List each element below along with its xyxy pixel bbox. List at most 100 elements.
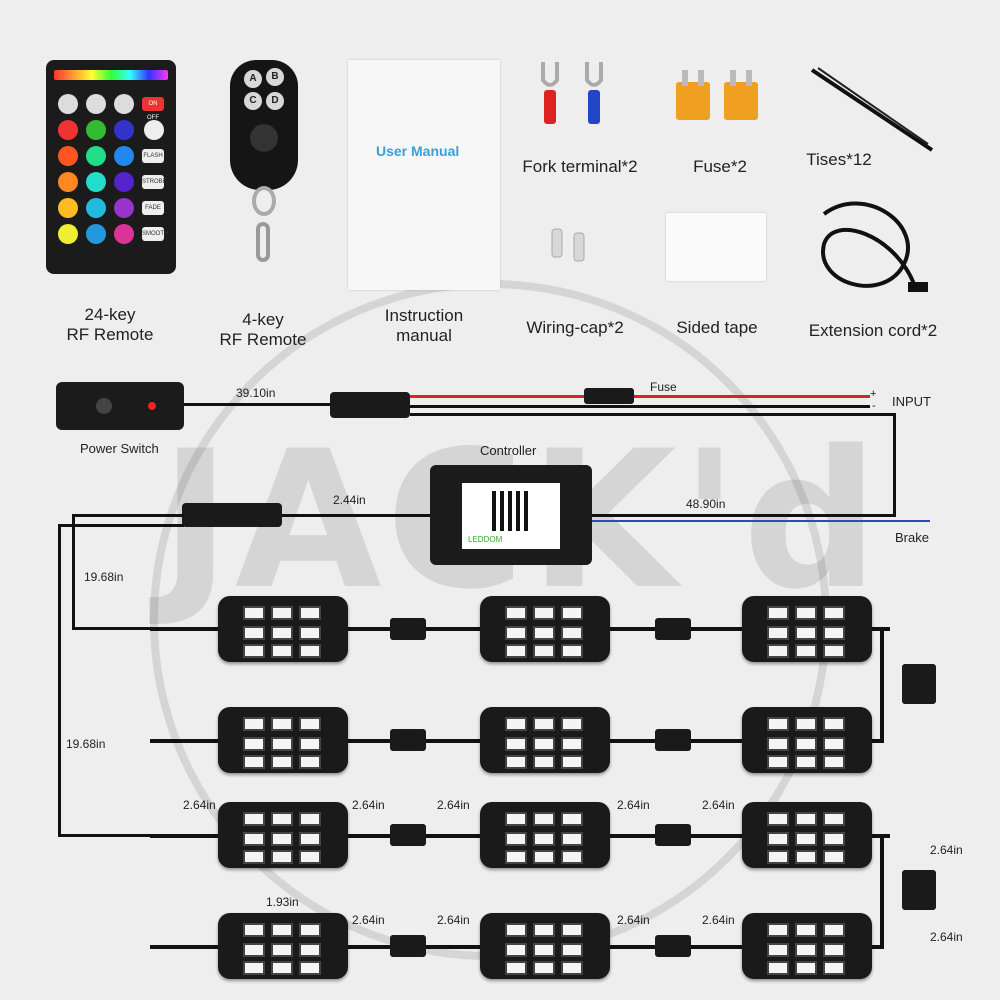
wire-loop-top [410, 413, 896, 416]
led-chip [795, 717, 817, 731]
wire-2-44 [278, 514, 430, 517]
led-chip [243, 737, 265, 751]
led-chip [795, 832, 817, 846]
led-chip [271, 961, 293, 975]
led-chip [561, 923, 583, 937]
len-19-68-b: 19.68in [66, 737, 106, 751]
led-chip [243, 717, 265, 731]
led-chip [823, 812, 845, 826]
fade-key: FADE [142, 201, 164, 215]
led-chip [505, 755, 527, 769]
fob-key-b: B [266, 68, 284, 86]
wire-loop-right [893, 413, 896, 517]
wiringcap-label: Wiring-cap*2 [526, 318, 624, 337]
led-chip [299, 626, 321, 640]
led-chip [271, 923, 293, 937]
len-label: 2.64in [930, 843, 963, 857]
led-chip [533, 961, 555, 975]
clasp-icon [256, 222, 270, 262]
remote4-label: 4-key RF Remote [219, 310, 307, 349]
splitter-connector [182, 503, 282, 527]
rf-remote-4key: A B C D [230, 60, 298, 190]
wire-brake [592, 520, 930, 522]
led-chip [533, 606, 555, 620]
wire-negative [410, 405, 870, 408]
led-chip [243, 943, 265, 957]
keyring-icon [252, 186, 276, 216]
fuse-icon [676, 70, 758, 120]
led-chip [505, 923, 527, 937]
smooth-key: SMOOTH [142, 227, 168, 241]
len-2-44: 2.44in [333, 493, 366, 507]
led-pod [480, 913, 610, 979]
led-chip [243, 644, 265, 658]
led-chip [533, 832, 555, 846]
remote-color-bar [54, 70, 168, 80]
led-chip [271, 812, 293, 826]
led-chip [299, 943, 321, 957]
led-chip [299, 961, 321, 975]
led-chip [561, 961, 583, 975]
len-48-90: 48.90in [686, 497, 726, 511]
len-label: 2.64in [617, 913, 650, 927]
led-chip [505, 943, 527, 957]
led-chip [243, 606, 265, 620]
controller-label: Controller [480, 443, 537, 458]
len-label: 2.64in [702, 798, 735, 812]
gear-icon [58, 94, 78, 114]
led-chip [795, 943, 817, 957]
len-label: 2.64in [352, 913, 385, 927]
music-icon [114, 94, 134, 114]
len-label: 2.64in [617, 798, 650, 812]
led-chip [299, 717, 321, 731]
plus-sign: + [870, 388, 877, 400]
led-chip [795, 644, 817, 658]
led-chip [271, 943, 293, 957]
green-key [86, 120, 106, 140]
led-pod [218, 913, 348, 979]
led-chip [823, 832, 845, 846]
led-chip [767, 737, 789, 751]
led-chip [561, 717, 583, 731]
manual-label: Instruction manual [384, 306, 464, 345]
led-chip [561, 737, 583, 751]
led-chip [823, 923, 845, 937]
sided-tape [666, 213, 766, 281]
led-pod [742, 596, 872, 662]
led-chip [823, 755, 845, 769]
led-chip [533, 812, 555, 826]
led-chip [561, 850, 583, 864]
blue-key [114, 120, 134, 140]
led-chip [243, 755, 265, 769]
led-chip [823, 626, 845, 640]
brake-label: Brake [895, 530, 929, 545]
red-key [58, 120, 78, 140]
led-chip [299, 812, 321, 826]
led-pod [218, 802, 348, 868]
wire-to-row1 [72, 627, 152, 630]
led-chip [505, 850, 527, 864]
led-chip [823, 644, 845, 658]
wire-switch [184, 403, 330, 406]
led-chip [299, 832, 321, 846]
power-switch [56, 382, 184, 430]
len-label: 2.64in [437, 798, 470, 812]
led-chip [795, 755, 817, 769]
input-label: INPUT [892, 394, 931, 409]
led-chip [505, 737, 527, 751]
led-chip [505, 644, 527, 658]
led-chip [561, 626, 583, 640]
led-chip [823, 606, 845, 620]
led-chip [505, 812, 527, 826]
controller-brand: LEDDOM [468, 535, 503, 544]
led-chip [795, 812, 817, 826]
len-label: 2.64in [930, 930, 963, 944]
power-switch-label: Power Switch [80, 441, 159, 456]
len-label: 2.64in [352, 798, 385, 812]
fuse-label: Fuse*2 [693, 157, 747, 176]
connector [330, 392, 410, 418]
led-chip [795, 737, 817, 751]
led-pod [218, 707, 348, 773]
qr-code-icon [492, 491, 532, 531]
led-chip [299, 606, 321, 620]
